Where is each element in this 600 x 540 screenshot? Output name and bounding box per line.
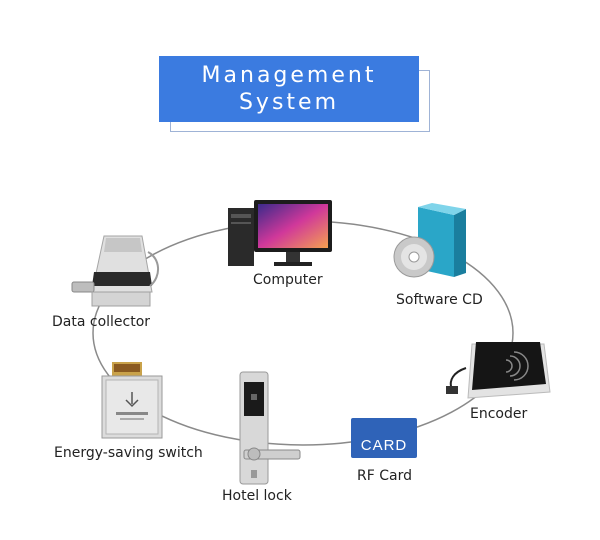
rf-card-icon: CARD	[351, 418, 417, 458]
encoder-icon	[446, 342, 551, 399]
software-cd-label: Software CD	[396, 292, 483, 308]
hotel-lock-icon	[239, 371, 301, 485]
software-cd-icon	[393, 203, 466, 278]
computer-label: Computer	[253, 272, 323, 288]
title-line-2: System	[238, 90, 340, 115]
energy-switch-label: Energy-saving switch	[54, 445, 203, 461]
data-collector-icon	[71, 235, 159, 307]
card-text: CARD	[360, 437, 408, 454]
computer-icon	[228, 200, 332, 266]
title-box: Management System	[159, 56, 419, 122]
encoder-label: Encoder	[470, 406, 528, 422]
title-line-1: Management	[201, 63, 377, 88]
rf-card-label: RF Card	[357, 468, 412, 484]
data-collector-label: Data collector	[52, 314, 151, 330]
energy-switch-icon	[101, 362, 163, 439]
hotel-lock-label: Hotel lock	[222, 488, 292, 504]
